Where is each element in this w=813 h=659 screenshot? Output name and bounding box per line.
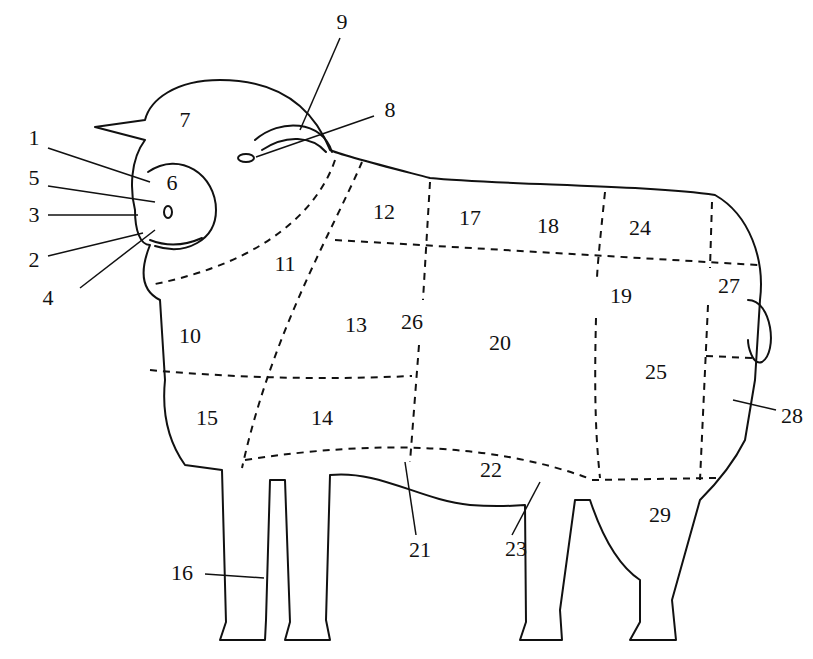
callout-number: 24 — [629, 217, 651, 239]
cut-line — [242, 162, 362, 468]
callout-number: 16 — [171, 562, 193, 584]
callout-number: 6 — [167, 172, 178, 194]
nostril — [164, 206, 172, 218]
leader-line — [80, 230, 155, 288]
callout-number: 3 — [29, 204, 40, 226]
sheep-outline — [95, 80, 761, 640]
eye — [238, 154, 254, 162]
cut-line — [245, 448, 588, 478]
callout-number: 20 — [489, 332, 511, 354]
callout-number: 22 — [480, 459, 502, 481]
horn — [255, 125, 332, 152]
leader-line — [733, 400, 776, 410]
callout-number: 19 — [610, 285, 632, 307]
callout-number: 12 — [373, 201, 395, 223]
callout-number: 23 — [505, 538, 527, 560]
callout-number: 8 — [385, 99, 396, 121]
muzzle — [148, 164, 216, 249]
leader-line — [256, 116, 374, 157]
callout-number: 25 — [645, 361, 667, 383]
cut-line — [700, 202, 712, 480]
leader-line — [48, 214, 138, 216]
tail — [748, 300, 771, 363]
cut-line — [335, 240, 758, 265]
leader-line — [405, 462, 416, 535]
callout-number: 14 — [311, 407, 333, 429]
callout-number: 17 — [459, 207, 481, 229]
leader-line — [512, 482, 540, 535]
callout-number: 27 — [718, 275, 740, 297]
callout-number: 1 — [29, 127, 40, 149]
callout-number: 10 — [179, 325, 201, 347]
cut-line — [592, 478, 716, 480]
cut-line — [150, 370, 412, 378]
callout-number: 13 — [345, 314, 367, 336]
leader-line — [300, 38, 340, 130]
mouth — [150, 238, 202, 245]
callout-number: 28 — [781, 405, 803, 427]
callout-number: 4 — [43, 287, 54, 309]
cut-line — [706, 356, 752, 358]
leader-line — [205, 574, 264, 578]
callout-number: 15 — [196, 407, 218, 429]
cut-line — [595, 192, 605, 478]
callout-number: 9 — [337, 11, 348, 33]
leader-line — [48, 186, 155, 202]
callout-number: 26 — [401, 311, 423, 333]
callout-number: 7 — [180, 109, 191, 131]
callout-number: 21 — [409, 539, 431, 561]
leader-line — [48, 148, 150, 182]
callout-number: 2 — [29, 249, 40, 271]
cut-line — [150, 160, 335, 285]
leader-line — [48, 233, 143, 256]
callout-number: 5 — [29, 167, 40, 189]
callout-number: 11 — [274, 253, 295, 275]
callout-number: 18 — [537, 215, 559, 237]
callout-number: 29 — [649, 504, 671, 526]
